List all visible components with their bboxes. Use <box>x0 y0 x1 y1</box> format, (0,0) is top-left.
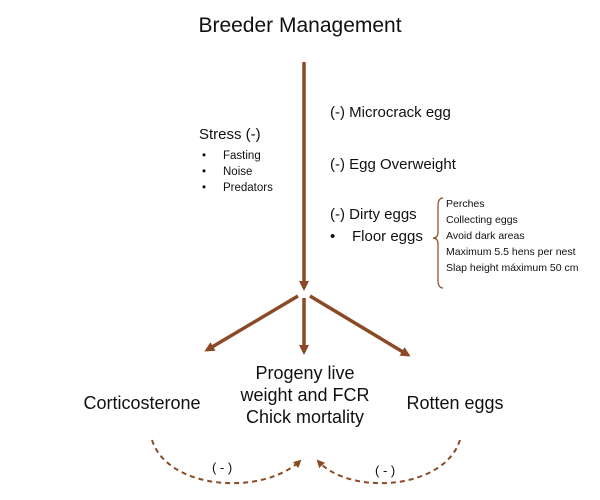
outcome-progeny-line: Chick mortality <box>245 407 365 427</box>
feedback-label-right: ( - ) <box>375 463 396 478</box>
stress-item: Predators <box>200 180 273 196</box>
outcome-progeny: Progeny live weight and FCR Chick mortal… <box>220 362 390 428</box>
outcome-corticosterone: Corticosterone <box>83 393 201 413</box>
floor-egg-tip: Maximum 5.5 hens per nest <box>446 246 576 258</box>
stress-list: Fasting Noise Predators <box>200 148 273 196</box>
stress-item: Fasting <box>200 148 273 164</box>
feedback-curve-right <box>316 439 461 485</box>
floor-egg-tip: Avoid dark areas <box>446 230 525 242</box>
feedback-label-left: ( - ) <box>212 460 233 475</box>
effect-microcrack: (-) Microcrack egg <box>330 104 451 121</box>
outcome-progeny-line: weight and FCR <box>240 385 370 405</box>
outcome-rotten-eggs: Rotten eggs <box>406 393 504 413</box>
floor-egg-tip: Collecting eggs <box>446 214 518 226</box>
feedback-curve-left <box>151 439 302 485</box>
effect-overweight: (-) Egg Overweight <box>330 156 456 173</box>
effect-dirty-eggs: (-) Dirty eggs <box>330 206 417 223</box>
stress-label: Stress (-) <box>199 126 261 143</box>
diagram-title: Breeder Management <box>198 14 402 37</box>
arrow-to-rotten-eggs <box>309 294 411 357</box>
floor-eggs-brace <box>432 197 444 289</box>
effect-floor-eggs: Floor eggs <box>330 228 423 245</box>
floor-egg-tip: Perches <box>446 198 485 210</box>
arrow-to-corticosterone <box>204 294 299 352</box>
stress-item: Noise <box>200 164 273 180</box>
outcome-progeny-line: Progeny live <box>255 363 355 383</box>
floor-egg-tips: Perches Collecting eggs Avoid dark areas… <box>446 196 578 276</box>
floor-egg-tip: Slap height máximum 50 cm <box>446 262 579 274</box>
